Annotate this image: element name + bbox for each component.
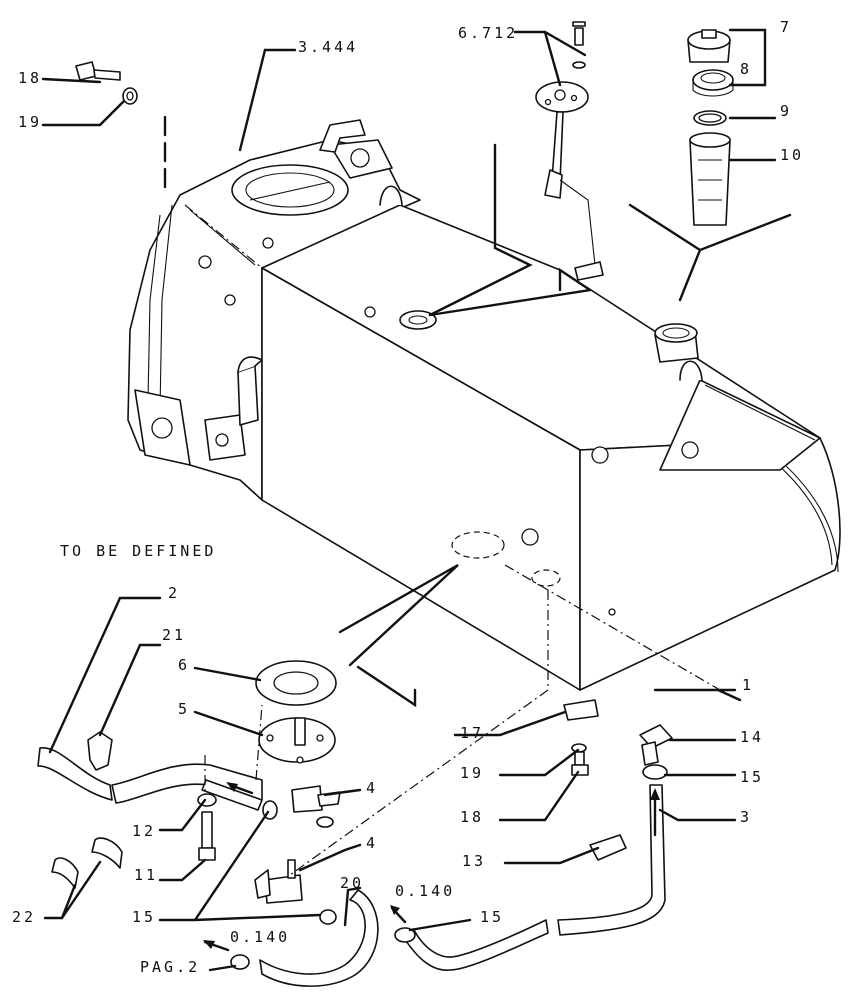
label-20: 20 <box>340 874 364 892</box>
label-4-upper: 4 <box>366 779 378 797</box>
label-8: 8 <box>740 60 752 78</box>
label-2: 2 <box>168 584 180 602</box>
label-9: 9 <box>780 102 792 120</box>
label-15-middle: 15 <box>480 908 504 926</box>
label-12: 12 <box>132 822 156 840</box>
leader-lines <box>41 28 792 972</box>
bolt-18-top <box>75 61 121 81</box>
label-17: 17 <box>460 724 484 742</box>
label-pag-2: PAG.2 <box>140 958 200 976</box>
lower-right-parts <box>394 699 673 971</box>
label-6: 6 <box>178 656 190 674</box>
fuel-level-sender <box>535 21 604 281</box>
label-6-712: 6.712 <box>458 24 518 42</box>
label-0-140-right: 0.140 <box>395 882 455 900</box>
label-22: 22 <box>12 908 36 926</box>
label-21: 21 <box>162 626 186 644</box>
label-to-be-defined: TO BE DEFINED <box>60 542 216 560</box>
label-13: 13 <box>462 852 486 870</box>
label-14: 14 <box>740 728 764 746</box>
label-19-bottom: 19 <box>460 764 484 782</box>
label-5: 5 <box>178 700 190 718</box>
center-lines <box>184 204 721 876</box>
label-18-bottom: 18 <box>460 808 484 826</box>
label-3: 3 <box>740 808 752 826</box>
label-15-right: 15 <box>740 768 764 786</box>
label-1: 1 <box>742 676 754 694</box>
label-4-lower: 4 <box>366 834 378 852</box>
fuel-tank-1 <box>261 185 841 691</box>
flow-arrows <box>203 782 660 952</box>
label-10: 10 <box>780 146 804 164</box>
label-7: 7 <box>780 18 792 36</box>
label-11: 11 <box>134 866 158 884</box>
label-15-left: 15 <box>132 908 156 926</box>
label-3-444: 3.444 <box>298 38 358 56</box>
label-18-top: 18 <box>18 69 42 87</box>
lower-parts <box>37 660 379 987</box>
filler-cap-assembly <box>687 29 734 226</box>
label-0-140-left: 0.140 <box>230 928 290 946</box>
label-19-top: 19 <box>18 113 42 131</box>
washer-19-top <box>122 87 138 105</box>
part-labels: 3.444 6.712 7 8 9 10 18 19 TO BE DEFINED… <box>12 18 804 976</box>
